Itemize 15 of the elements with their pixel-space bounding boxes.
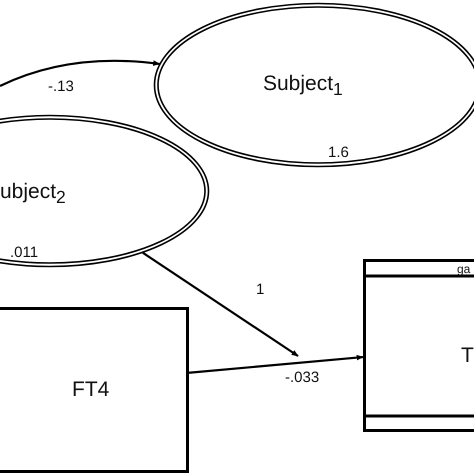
- header-label: ga: [457, 263, 470, 275]
- variance-label: .011: [10, 245, 38, 260]
- arrow: [188, 354, 364, 374]
- arrow: [0, 60, 160, 87]
- variable-label: ubject$_{2}$: [0, 181, 66, 207]
- edge-label: 1: [256, 282, 264, 297]
- variable-label: Subject$_{1}$: [263, 73, 343, 99]
- edge-label: -.13: [48, 79, 74, 94]
- variable-label: FT4: [72, 379, 110, 400]
- edge-label: -.033: [285, 370, 320, 385]
- variable-label: T: [461, 345, 474, 366]
- observed-variable-box: [363, 259, 474, 432]
- observed-variable-box: [0, 307, 189, 473]
- arrow: [142, 252, 299, 357]
- variance-label: 1.6: [328, 145, 349, 160]
